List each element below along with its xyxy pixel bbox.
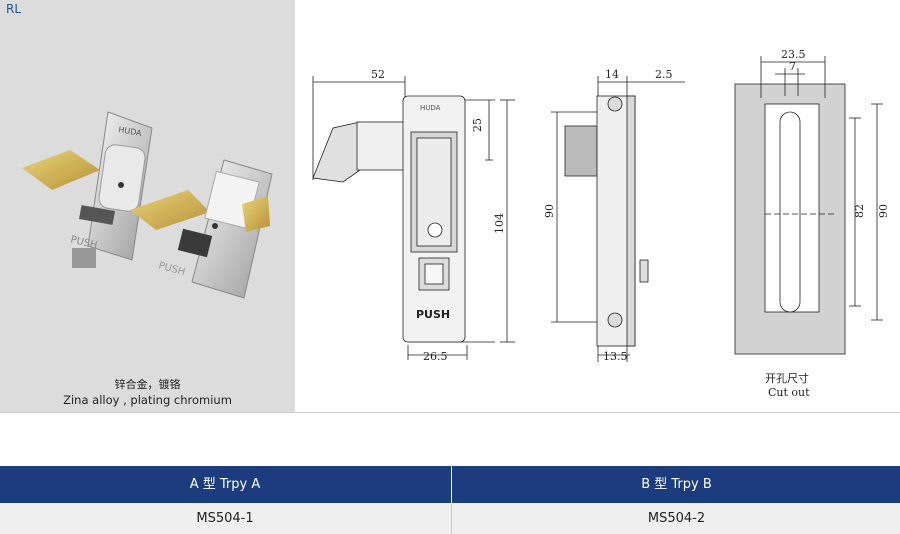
dim-front-width-top: 52 (371, 68, 385, 81)
side-view (551, 76, 685, 362)
dim-front-height: 104 (493, 213, 506, 234)
dim-side-height: 90 (543, 204, 556, 218)
product-photo-panel: RL HUDA PUSH PUSH 锌合金，镀铬 Zina alloy , pl… (0, 0, 295, 412)
dim-front-width-bottom: 26.5 (423, 350, 448, 363)
cutout-label-en: Cut out (768, 386, 810, 399)
model-number-a: MS504-1 (196, 511, 254, 526)
keyhole-a (118, 182, 124, 188)
section-divider (0, 412, 900, 413)
cam-tongue-b-2 (242, 196, 270, 232)
dim-cutout-outer-height: 90 (877, 204, 890, 218)
dim-side-depth: 14 (605, 68, 619, 81)
table-header-row: A 型 Trpy A B 型 Trpy B (0, 466, 900, 503)
dim-cutout-slot: 7 (789, 60, 796, 73)
dim-cutout-width: 23.5 (781, 48, 806, 61)
lock-handle-a (98, 144, 146, 212)
keyhole-b (212, 223, 218, 229)
cutout-label-cn: 开孔尺寸 (765, 371, 809, 385)
push-button-a (79, 205, 115, 225)
cutout-view (734, 56, 883, 355)
brand-mark-a: HUDA (118, 125, 143, 138)
technical-drawing: 52 25 104 26.5 14 2.5 90 13.5 23.5 7 82 … (312, 48, 890, 399)
push-label-drawing: PUSH (416, 308, 450, 321)
base-a (72, 248, 96, 268)
brand-mark-drawing: HUDA (420, 104, 441, 112)
push-label-b: PUSH (157, 260, 186, 278)
front-view (312, 76, 515, 360)
dim-side-offset: 2.5 (655, 68, 673, 81)
cam-tongue-b (130, 190, 210, 230)
table-header-type-b: B 型 Trpy B (451, 466, 900, 503)
product-photo: HUDA PUSH PUSH (22, 111, 273, 299)
dim-front-handle: 25 (471, 118, 484, 132)
table-model-row: MS504-1 MS504-2 (0, 503, 900, 534)
dim-cutout-inner-height: 82 (853, 204, 866, 218)
cam-tongue-a (22, 150, 100, 190)
dim-side-bottom: 13.5 (603, 350, 628, 363)
table-header-type-a: A 型 Trpy A (189, 477, 261, 492)
push-button-b (177, 228, 213, 258)
material-caption-cn: 锌合金，镀铬 (114, 378, 181, 391)
corner-label: RL (6, 2, 22, 16)
model-number-b: MS504-2 (451, 503, 900, 534)
material-caption-en: Zina alloy , plating chromium (63, 393, 232, 407)
